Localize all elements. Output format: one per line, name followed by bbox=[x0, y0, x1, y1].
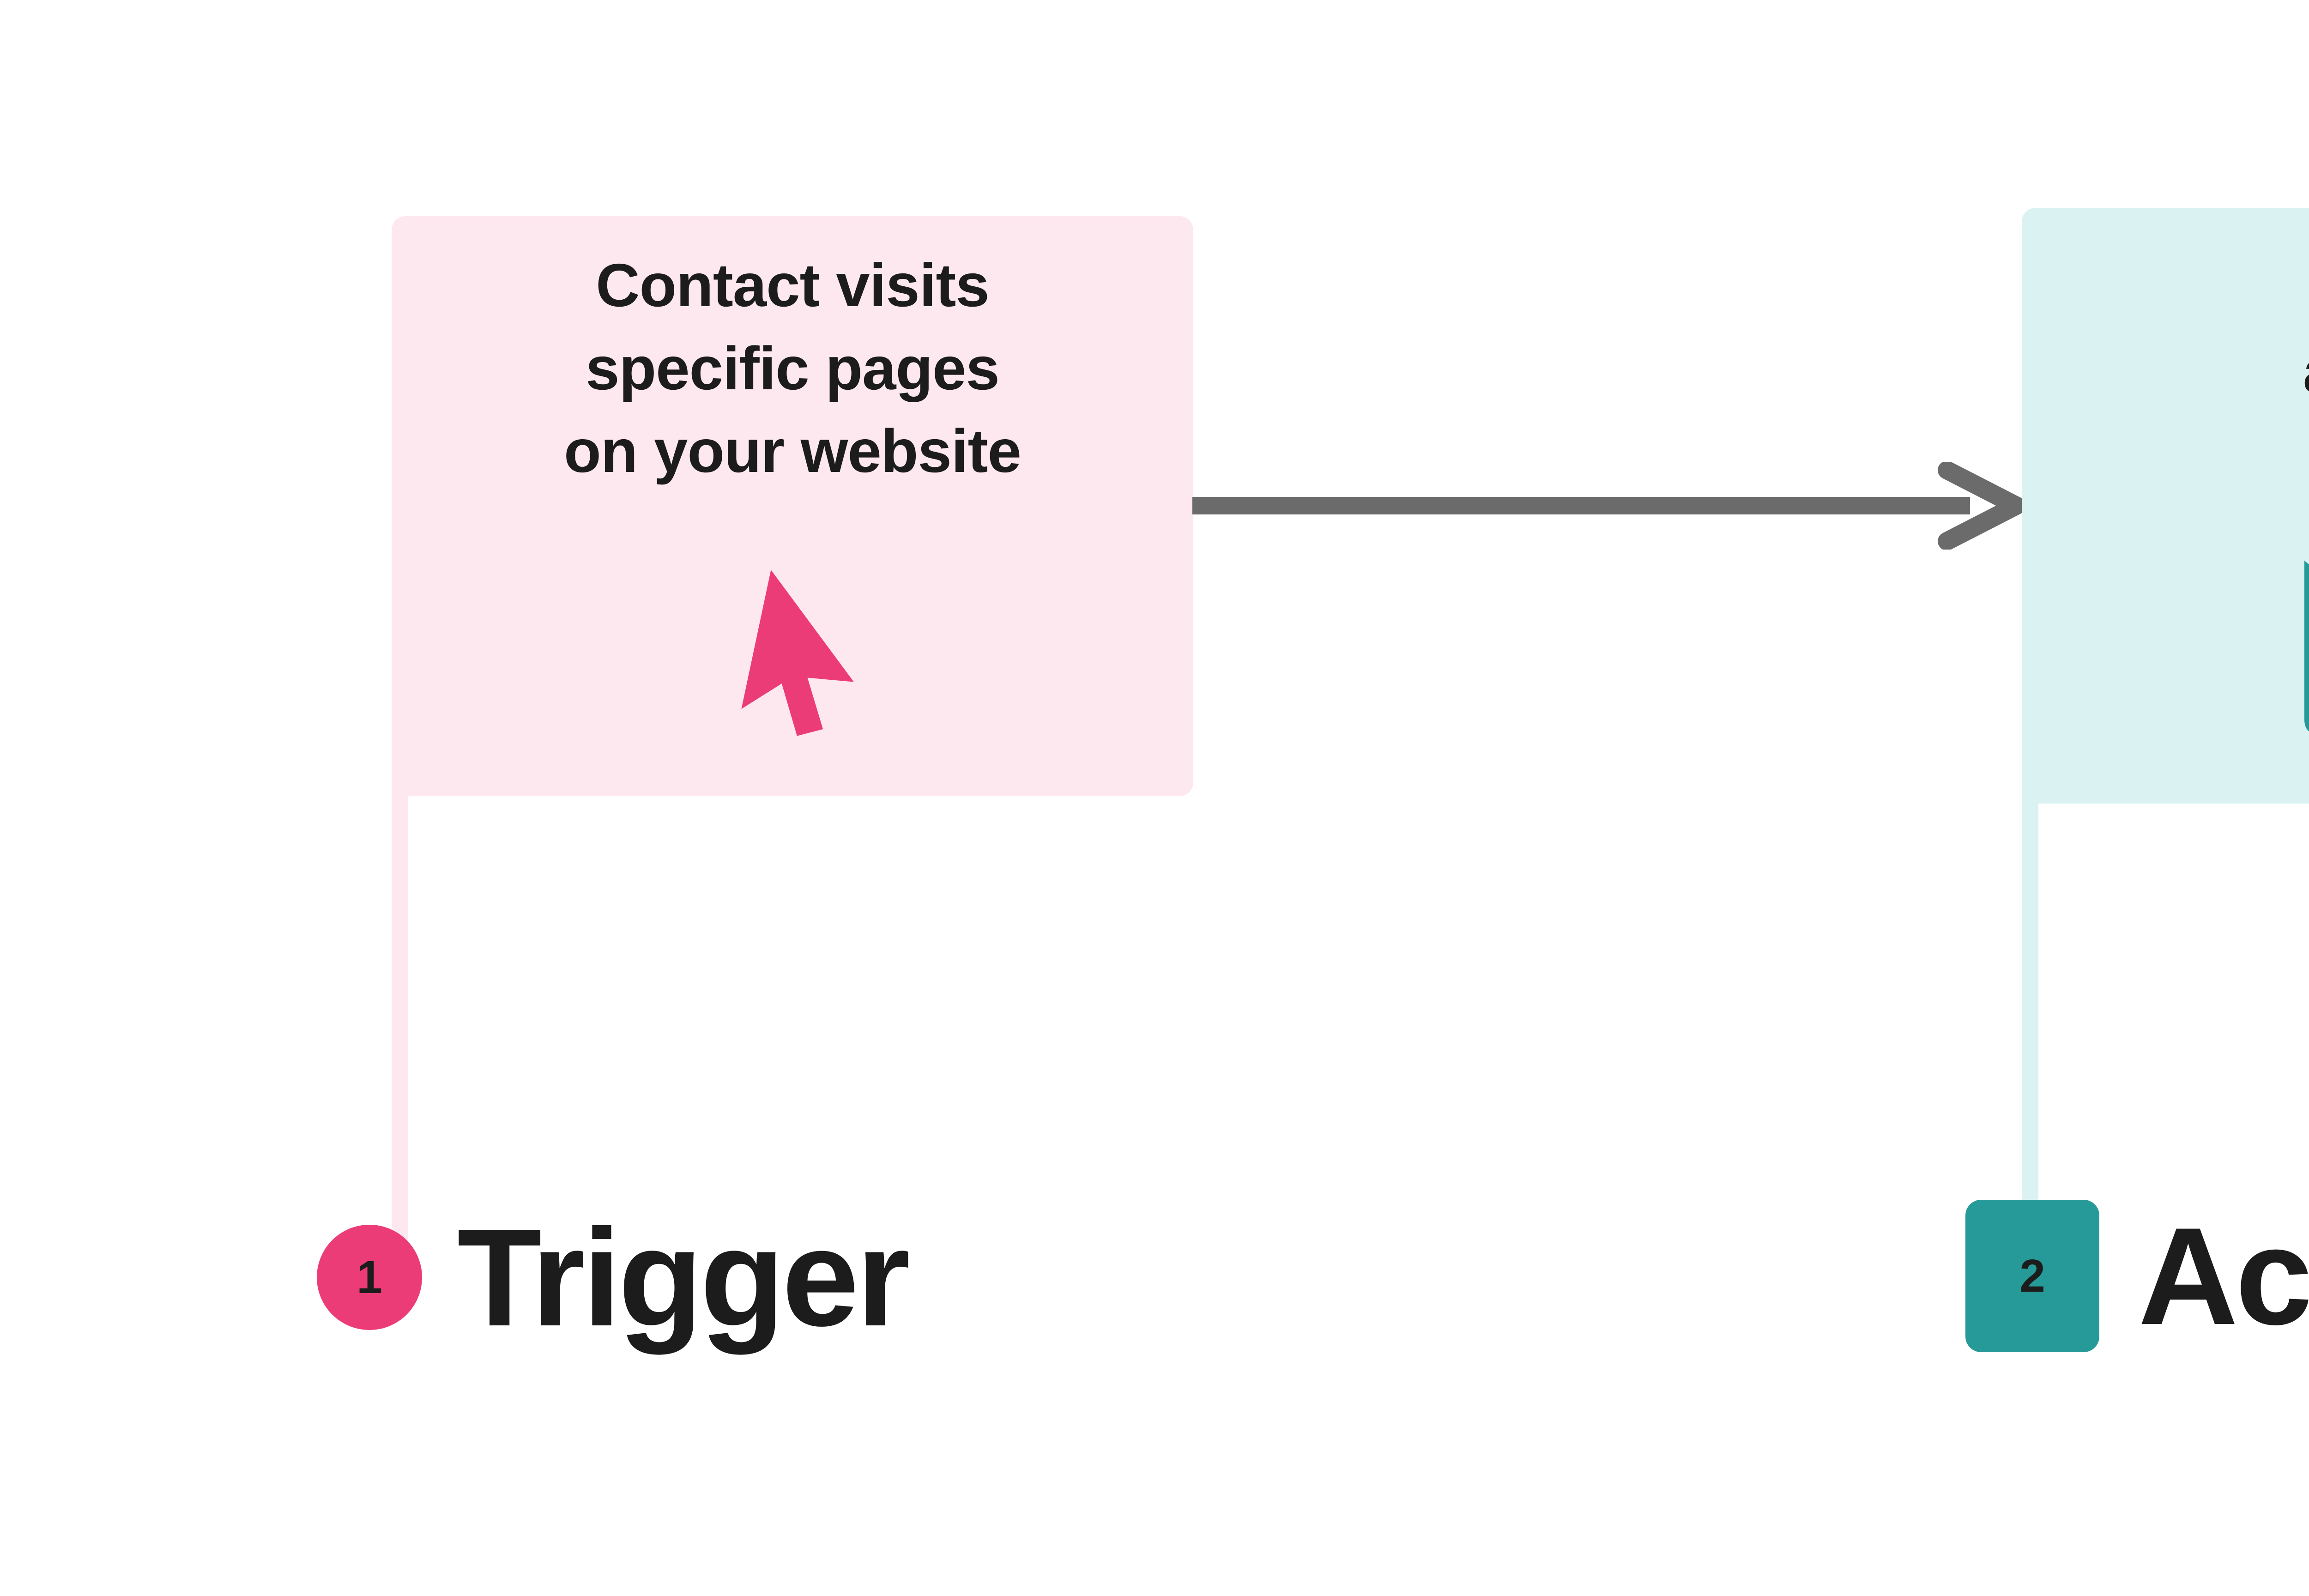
step-number-badge-2: 2 bbox=[1965, 1200, 2099, 1352]
step-action[interactable]: 2 Action bbox=[1965, 1200, 2309, 1352]
step-number-badge-1: 1 bbox=[317, 1225, 422, 1330]
step-label-trigger: Trigger bbox=[457, 1200, 910, 1355]
action-card-title: Send an email bbox=[2303, 247, 2309, 412]
trigger-card-title: Contact visits specific pages on your we… bbox=[564, 251, 1022, 485]
envelope-icon bbox=[2304, 561, 2309, 732]
mouse-cursor-icon bbox=[741, 569, 854, 736]
flow-arrow-icon bbox=[1192, 462, 2025, 550]
step-trigger[interactable]: 1 Trigger bbox=[317, 1200, 910, 1355]
step-label-action: Action bbox=[2138, 1198, 2309, 1354]
action-card[interactable]: Send an email bbox=[2022, 208, 2309, 804]
